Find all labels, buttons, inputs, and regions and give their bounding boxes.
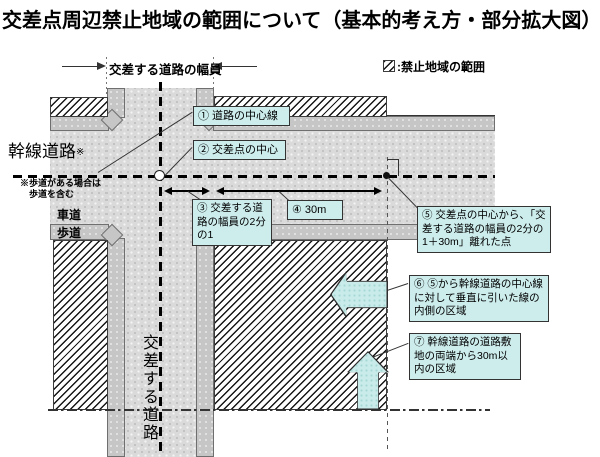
crossing-road-center-line [159, 82, 162, 457]
label-roadway: 車道 [57, 208, 82, 222]
main-road-center-line [13, 175, 495, 178]
point-5-marker [383, 172, 390, 179]
sidewalk-note-line1: ※歩道がある場合は [20, 178, 102, 188]
label-sidewalk: 歩道 [57, 226, 82, 240]
label-crossing-road-width: 交差する道路の幅員 [109, 63, 222, 77]
prohibited-area-hatch-bottom-left [53, 240, 108, 410]
page-title: 交差点周辺禁止地域の範囲について（基本的考え方・部分拡大図） [2, 10, 600, 32]
sidewalk-strip-bottom-left [50, 224, 109, 240]
left-arrowhead-icon [213, 62, 222, 70]
width-arrow-left-line [62, 66, 98, 67]
right-arrowhead-icon [202, 187, 210, 195]
callout-7-30m-area: ⑦ 幹線道路の道路敷地の両端から30m以内の区域 [409, 333, 521, 380]
label-sidewalk-note: ※歩道がある場合は 歩道を含む [20, 178, 101, 201]
callout-3-half-width: ③ 交差する道路の幅員の2分の1 [192, 199, 272, 246]
width-arrow-right-line [221, 66, 257, 67]
sidewalk-strip-vertical-right-bottom [196, 238, 214, 457]
road-boundary-line [387, 115, 495, 116]
half-width-measure-line [170, 190, 204, 192]
right-arrowhead-icon [374, 187, 382, 195]
legend-hatch-icon [383, 60, 395, 72]
thirty-m-measure-line [222, 190, 374, 192]
right-arrowhead-icon [97, 62, 106, 70]
label-main-road-text: 幹線道路 [8, 142, 76, 161]
label-crossing-road: 交差する道路 [140, 334, 157, 442]
left-arrowhead-icon [164, 187, 172, 195]
sidewalk-note-line2: 歩道を含む [29, 189, 75, 200]
width-guide-line-left [106, 57, 107, 97]
callout-4-30m: ④ 30m [287, 200, 343, 221]
sidewalk-strip-top-left [50, 116, 109, 131]
thirty-m-boundary-dashdot-line [48, 409, 490, 411]
left-arrowhead-icon [216, 187, 224, 195]
sidewalk-strip-vertical-left-bottom [107, 238, 125, 457]
prohibited-area-hatch-top-left [50, 97, 108, 117]
intersection-center-point [154, 170, 165, 181]
width-guide-line-right [213, 57, 214, 97]
callout-5-point-distance: ⑤ 交差点の中心から、「交差する道路の幅員の2分の1＋30m」離れた点 [417, 206, 551, 253]
note-mark: ※ [76, 147, 85, 158]
callout-6-inner-area: ⑥ ⑤から幹線道路の中心線に対して垂直に引いた線の内側の区域 [409, 275, 549, 322]
legend-label: :禁止地域の範囲 [397, 60, 485, 74]
callout-2-intersection-center: ② 交差点の中心 [193, 140, 286, 161]
right-angle-marker [387, 159, 399, 176]
label-main-road: 幹線道路※ [8, 137, 84, 162]
callout-1-road-center-line: ① 道路の中心線 [193, 106, 290, 127]
